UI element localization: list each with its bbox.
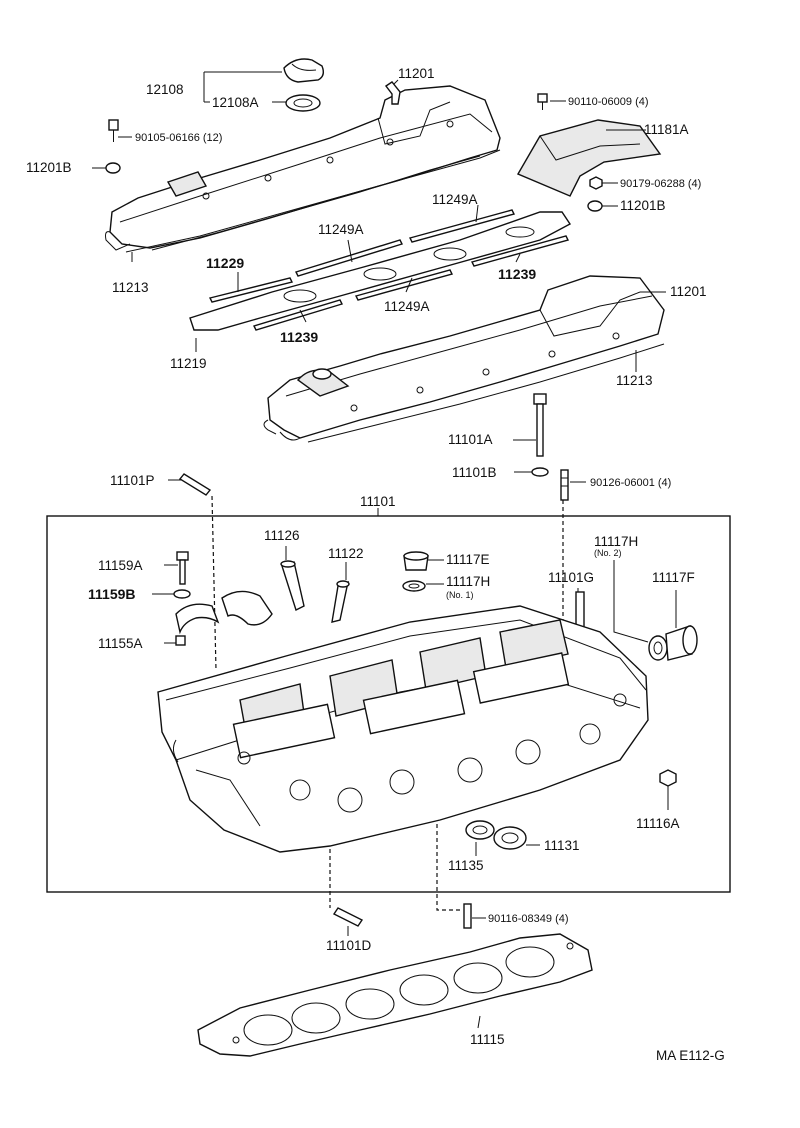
oil-filler-cap-gasket (285, 94, 321, 112)
stud-90116 (463, 903, 472, 929)
label-11249A-mid: 11249A (318, 222, 364, 237)
label-90179: 90179-06288 (4) (620, 178, 701, 190)
label-11249A-low: 11249A (384, 299, 430, 314)
label-90126: 90126-06001 (4) (590, 477, 671, 489)
label-11117E: 11117E (446, 552, 490, 567)
label-11213-left: 11213 (112, 280, 149, 295)
label-11117H-mid-sub: (No. 1) (446, 590, 474, 600)
bolt-90110 (537, 93, 548, 110)
cylinder-head-assembly-frame (46, 515, 731, 893)
label-11201B-left: 11201B (26, 160, 72, 175)
label-11219: 11219 (170, 356, 207, 371)
label-12108A: 12108A (212, 95, 259, 110)
label-11135: 11135 (448, 858, 484, 873)
label-12108: 12108 (146, 82, 184, 97)
label-11229: 11229 (206, 255, 244, 271)
label-11131: 11131 (544, 838, 580, 853)
label-11159A: 11159A (98, 558, 143, 573)
label-11126: 11126 (264, 528, 300, 543)
washer-11159B (173, 589, 191, 599)
label-11122: 11122 (328, 546, 364, 561)
label-11117H-mid: 11117H (446, 574, 490, 589)
cylinder-head-11101 (157, 605, 649, 853)
label-11213-right: 11213 (616, 373, 653, 388)
oil-filler-cap (283, 58, 325, 83)
seal-11135 (465, 820, 495, 840)
pin-11155A (175, 635, 186, 646)
diagram-code: MA E112-G (656, 1048, 725, 1063)
head-gasket-11115 (197, 933, 593, 1057)
bolt-11159A (176, 551, 189, 585)
cover-gasket-left (125, 149, 501, 253)
label-11101: 11101 (360, 494, 396, 509)
label-11201B-right: 11201B (620, 198, 666, 213)
leader-lines (92, 71, 677, 1029)
label-11116A: 11116A (636, 816, 680, 831)
cylinder-head-cover-left (105, 85, 501, 251)
stud-11101P (178, 473, 212, 496)
label-11239-left: 11239 (280, 329, 318, 345)
stud-90126 (560, 469, 569, 501)
grommet-11201B-left (105, 162, 121, 174)
heat-insulator-11181A (516, 119, 662, 197)
label-11249A-top: 11249A (432, 192, 478, 207)
label-11181A: 11181A (644, 122, 689, 137)
plug-11117F (665, 625, 698, 661)
label-11117F: 11117F (652, 570, 695, 585)
gasket-strips (208, 209, 570, 331)
label-11101B: 11101B (452, 465, 497, 480)
label-90110: 90110-06009 (4) (568, 96, 649, 108)
stud-11101D (332, 907, 364, 927)
nut-90179 (589, 176, 603, 190)
label-11117H-right: 11117H (594, 534, 638, 549)
label-11201-top: 11201 (398, 66, 435, 81)
label-11117H-right-sub: (No. 2) (594, 548, 622, 558)
label-11239-right: 11239 (498, 266, 536, 282)
gasket-set-11219 (189, 211, 572, 331)
label-90116: 90116-08349 (4) (488, 913, 569, 925)
label-11201-right: 11201 (670, 284, 707, 299)
valve-guide-11122 (331, 580, 350, 623)
grommet-11201B-right (587, 200, 603, 212)
label-11101P: 11101P (110, 473, 155, 488)
cylinder-head-cover-right (263, 275, 665, 443)
label-11101D: 11101D (326, 938, 372, 953)
label-90105: 90105-06166 (12) (135, 132, 222, 144)
valve-guide-11126 (280, 560, 305, 611)
head-bolt-11101A (533, 393, 547, 457)
plug-11117H-no1 (402, 580, 426, 592)
bearing-cap (175, 590, 273, 635)
label-11101A: 11101A (448, 432, 493, 447)
breather-nipple (384, 81, 401, 105)
label-11115: 11115 (470, 1032, 505, 1047)
label-11155A: 11155A (98, 636, 143, 651)
bolt-90105 (108, 119, 119, 142)
plug-11117H-no2 (648, 635, 668, 661)
seal-11131 (493, 826, 527, 850)
label-11101G: 11101G (548, 570, 594, 585)
nut-11116A (659, 769, 677, 787)
washer-11101B (531, 467, 549, 477)
label-11159B: 11159B (88, 586, 136, 602)
plug-11117E (403, 551, 429, 571)
